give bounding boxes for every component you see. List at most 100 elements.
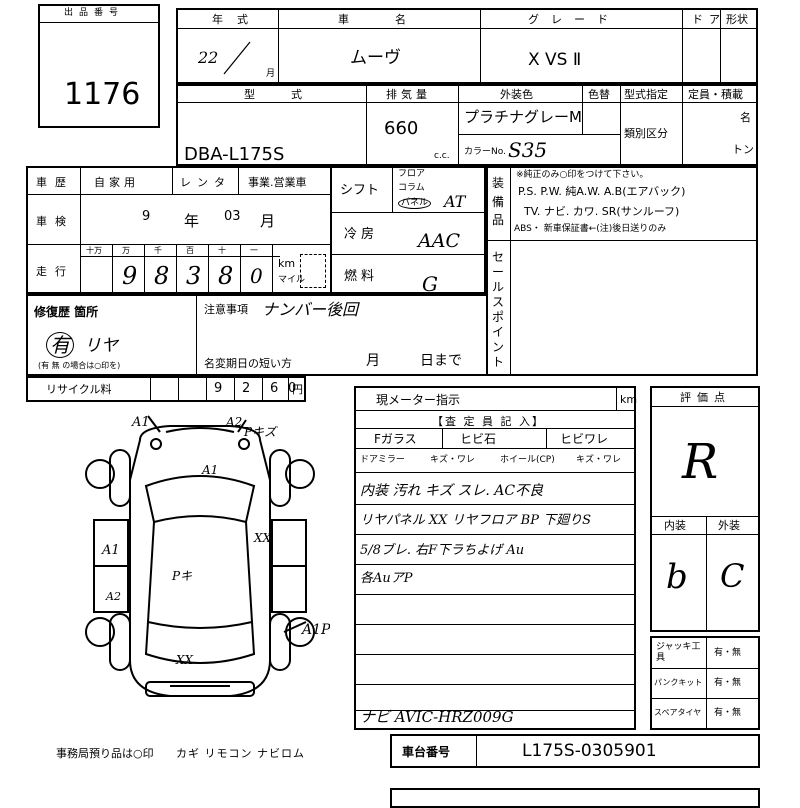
history-label: 車歴 [36,176,74,189]
meter-km: km [620,393,638,406]
mileage-digit-3: 3 [186,262,202,290]
digit-label-2: 万 [122,246,130,255]
equipment-table: 装備品 ※純正のみ○印をつけて下さい。 P.S. P.W. 純A.W. A.B(… [486,166,758,376]
footer-items: カギ リモコン ナビロム [176,747,305,760]
door-label: ドア [692,13,726,26]
ac-value: AAC [418,230,460,252]
grade-value: X VS Ⅱ [528,50,582,70]
diagram-mark-9: XX [175,653,194,667]
shift-option-floor: フロア [398,169,426,179]
month-char: 月 [260,212,276,230]
recycle-yen: 円 [292,383,303,396]
name-change-day: 日まで [420,353,462,369]
shape-label: 形状 [726,13,748,26]
exterior-label: 外装 [718,519,740,532]
shift-label: シフト [340,183,380,198]
color-change-label: 色替 [588,88,610,101]
equipment-row-2: TV. ナビ. カワ. SR(サンルーフ) [524,205,680,218]
equipment-row-1: P.S. P.W. 純A.W. A.B(エアバック) [518,185,686,198]
recycle-digit-3: 6 [270,381,279,396]
ton-unit: トン [732,143,754,156]
model-value: DBA-L175S [184,144,285,165]
model-table: 型式 排気量 外装色 色替 型式指定 定員・積載 類別区分 名 トン DBA-L… [176,84,758,166]
notes-value: ナンバー後回 [262,300,359,319]
diagram-mark-1: A1 [131,415,150,430]
mirror-label: ドアミラー [360,455,405,465]
displacement-value: 660 [384,118,419,139]
diagram-mark-4: A1 [201,463,218,477]
persons-unit: 名 [740,111,751,124]
inspector-line-2: リヤパネル XX リヤフロア BP 下廻りS [360,513,591,528]
tool-jack-value: 有・無 [714,648,742,658]
year-label: 年式 [212,13,262,26]
equipment-label: 装備品 [492,176,505,228]
diagram-mark-5: A1 [101,543,120,558]
wheel-label: ホイール(CP) [500,455,555,465]
inspector-table: 現メーター指示 km 【査 定 員 記 入】 Fガラス ヒビ石 ヒビワレ ドアミ… [354,386,638,730]
cc-label: c.c. [434,151,450,161]
inspection-year: 9 [142,209,151,224]
fuel-label: 燃料 [344,269,379,284]
chassis-table: 車台番号 L175S-0305901 [390,734,760,768]
mileage-digit-4: 8 [218,262,234,290]
diagram-mark-8: Pキ [171,569,192,583]
history-table: 車歴 自家用 レンタ 事業.営業車 車検 9 年 03 月 走行 十万 万 千 … [26,166,332,294]
digit-label-1: 十万 [86,246,102,255]
inspector-line-1: 内装 汚れ キズ スレ. AC不良 [360,483,544,499]
glass-label: Fガラス [374,432,417,446]
lot-label: 出品番号 [64,8,125,18]
repair-table: 修復歴 箇所 有 リヤ (有 無 の場合は○印を) 注意事項 ナンバー後回 名変… [26,294,488,376]
evaluation-label: 評価点 [680,391,731,404]
shift-option-column: コラム [398,183,425,193]
tool-spare-value: 有・無 [714,708,742,718]
color-no-label: カラーNo. [464,147,506,157]
inspection-month: 03 [224,209,241,224]
repair-note: (有 無 の場合は○印を) [38,361,121,370]
car-name: ムーヴ [350,48,401,68]
displacement-label: 排気量 [386,88,431,101]
mileage-label: 走行 [36,265,74,278]
digit-label-5: 十 [218,246,226,255]
recycle-label: リサイクル料 [46,383,112,396]
meter-label: 現メーター指示 [376,393,461,407]
diagram-mark-10: A1P [300,622,330,638]
repair-handwritten: リヤ [84,336,118,356]
shift-table: シフト フロア コラム パネル AT 冷房 AAC 燃料 G [330,166,486,294]
glass-mid: ヒビ石 [460,432,497,446]
bottom-partial-table [390,788,760,808]
history-option-3: 事業.営業車 [248,176,307,189]
capacity-label: 定員・積載 [688,88,743,101]
header-table: 年式 車名 グレード ドア 形状 22 月 ムーヴ X VS Ⅱ [176,8,758,84]
exterior-score: C [720,557,745,595]
car-damage-diagram: A1 A2 Pキズ A1 A1 XX A2 Pキ XX A1P [85,415,330,697]
inspector-line-3: 5/8ブレ. 右F下ラちよげ Au [360,543,525,558]
year-value: 22 [198,48,219,67]
footer-deposit: 事務局預り品は○印 [56,747,154,760]
mile-label: マイル [278,275,306,285]
evaluation-score: R [682,434,719,490]
recycle-digit-1: 9 [214,381,223,396]
repair-label: 修復歴 箇所 [34,305,99,319]
ac-label: 冷房 [344,227,379,242]
color-label: 外装色 [500,88,533,101]
inspection-label: 車検 [36,215,74,228]
year-suffix: 月 [266,69,276,79]
chassis-value: L175S-0305901 [522,741,657,761]
lot-number: 1176 [64,77,141,112]
slash-mark [223,41,251,75]
recycle-table: リサイクル料 9 2 6 0 円 [26,376,306,402]
type-designation: 型式指定 [624,88,668,101]
mileage-digit-1: 9 [122,262,138,290]
digit-label-4: 百 [186,246,194,255]
glass-right: ヒビワレ [560,432,609,446]
diagram-mark-7: A2 [105,590,121,603]
name-change-month: 月 [366,353,380,369]
sales-point-label: セールスポイント [492,250,505,369]
diagram-mark-3: Pキズ [243,425,278,439]
diagram-mark-2: A2 [225,415,242,429]
tools-table: ジャッキ工具 有・無 パンクキット 有・無 スペアタイヤ 有・無 [650,636,760,730]
fuel-value: G [422,272,438,296]
model-label: 型式 [244,88,338,101]
mirror-value: キズ・ワレ [430,455,476,465]
tool-puncture-label: パンクキット [654,678,703,687]
